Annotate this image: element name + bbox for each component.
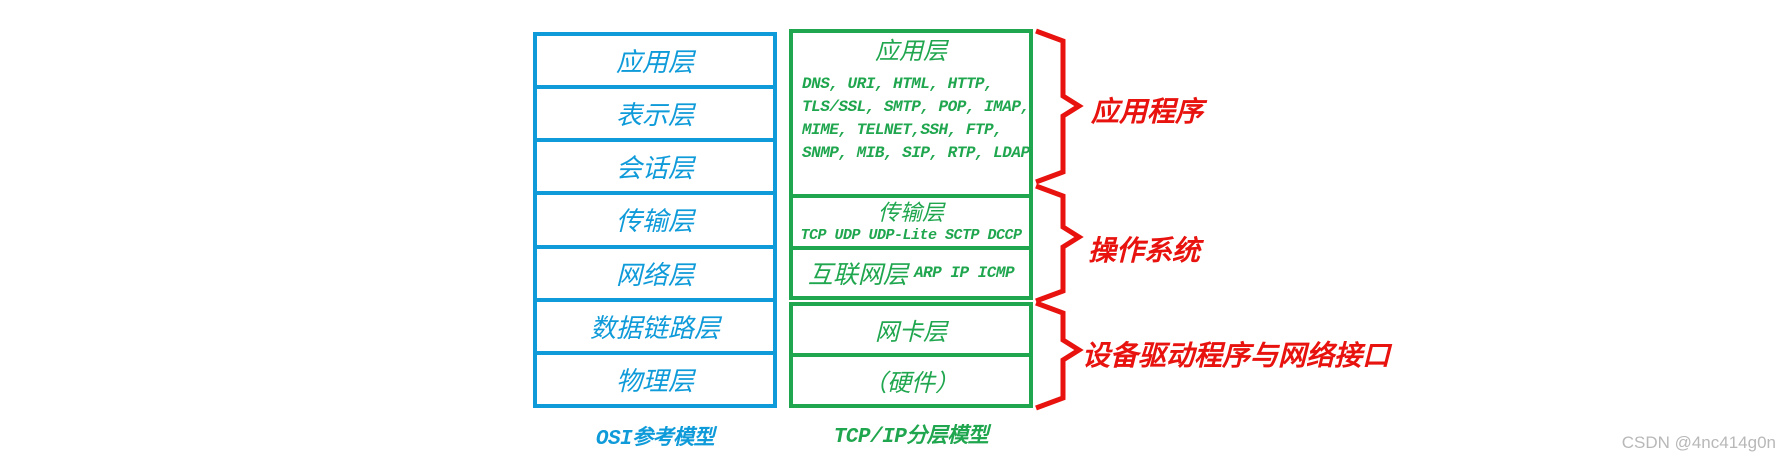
tcpip-transport-title: 传输层 xyxy=(877,200,944,225)
tcpip-model-caption: TCP/IP分层模型 xyxy=(833,426,989,449)
tcpip-transport-section: 传输层 TCP UDP UDP-Lite SCTP DCCP xyxy=(793,194,1029,246)
brace-application-programs xyxy=(1035,28,1084,185)
tcpip-hardware-layer: （硬件） xyxy=(793,353,1029,404)
label-operating-system: 操作系统 xyxy=(1088,236,1201,267)
osi-layer-datalink: 数据链路层 xyxy=(537,297,773,351)
label-device-driver-network-interface: 设备驱动程序与网络接口 xyxy=(1082,341,1391,372)
internet-protocol-list: ARP IP ICMP xyxy=(913,264,1015,282)
transport-protocol-list: TCP UDP UDP-Lite SCTP DCCP xyxy=(800,227,1022,244)
tcpip-internet-section: 互联网层 ARP IP ICMP xyxy=(793,246,1029,296)
protocol-line: DNS, URI, HTML, HTTP, xyxy=(802,75,994,93)
osi-layer-presentation: 表示层 xyxy=(537,85,773,138)
protocol-line: SNMP, MIB, SIP, RTP, LDAP xyxy=(802,144,1030,162)
brace-operating-system xyxy=(1035,183,1084,304)
tcpip-application-title: 应用层 xyxy=(875,39,947,65)
osi-layer-network: 网络层 xyxy=(537,244,773,298)
tcpip-internet-title: 互联网层 xyxy=(807,262,908,289)
osi-layer-application: 应用层 xyxy=(615,48,694,78)
csdn-watermark: CSDN @4nc414g0n xyxy=(1621,433,1776,452)
tcpip-network-interface-layer: 网卡层 xyxy=(875,320,947,346)
application-protocol-list: DNS, URI, HTML, HTTP, TLS/SSL, SMTP, POP… xyxy=(793,73,1030,165)
tcpip-model-upper-box: 应用层 DNS, URI, HTML, HTTP, TLS/SSL, SMTP,… xyxy=(789,29,1033,300)
osi-layer-physical: 物理层 xyxy=(537,350,773,404)
label-application-programs: 应用程序 xyxy=(1091,97,1204,128)
protocol-line: MIME, TELNET,SSH, FTP, xyxy=(802,121,1003,139)
osi-layer-session: 会话层 xyxy=(537,138,773,191)
protocol-line: TLS/SSL, SMTP, POP, IMAP, xyxy=(802,98,1030,116)
osi-layer-transport: 传输层 xyxy=(537,191,773,244)
tcpip-model-lower-box: 网卡层 （硬件） xyxy=(789,302,1033,408)
osi-model-caption: OSI参考模型 xyxy=(595,428,715,451)
brace-device-driver xyxy=(1035,300,1084,411)
osi-model-box: 应用层 表示层 会话层 传输层 网络层 数据链路层 物理层 xyxy=(533,32,777,408)
tcpip-application-section: 应用层 DNS, URI, HTML, HTTP, TLS/SSL, SMTP,… xyxy=(793,33,1030,194)
